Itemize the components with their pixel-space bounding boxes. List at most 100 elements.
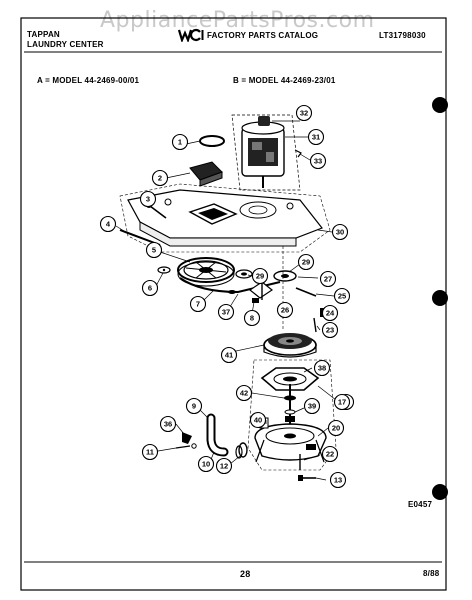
binder-hole-bottom [432, 484, 448, 500]
callout-5: 5 [145, 241, 163, 259]
callout-20: 20 [327, 419, 345, 437]
callout-labels: 1234567891011121316172022232425262729293… [99, 104, 355, 489]
callout-number: 13 [334, 476, 342, 485]
callout-number: 3 [146, 195, 150, 204]
callout-circle [329, 471, 347, 489]
callout-number: 32 [300, 109, 308, 118]
callout-26: 26 [276, 301, 294, 319]
callout-number: 26 [281, 306, 289, 315]
gear-housing [254, 417, 327, 470]
callout-10: 10 [197, 455, 215, 473]
callout-circle [99, 215, 117, 233]
watermark: AppliancePartsPros.com [100, 8, 375, 33]
model-a-label: A = MODEL 44-2469-00/01 [37, 76, 140, 85]
callout-number: 11 [146, 448, 154, 457]
callout-number: 29 [256, 272, 264, 281]
callout-circle [327, 419, 345, 437]
callout-circle [197, 455, 215, 473]
callout-29: 29 [297, 253, 315, 271]
brand-name: TAPPAN [27, 30, 60, 39]
diagram-code: E0457 [408, 500, 433, 509]
large-pulley [177, 257, 235, 287]
callout-4: 4 [99, 215, 117, 233]
callout-number: 38 [318, 364, 326, 373]
callout-circle [321, 445, 339, 463]
callout-8: 8 [243, 309, 261, 327]
callout-circle [159, 415, 177, 433]
callout-circle [321, 304, 339, 322]
callout-23: 23 [321, 321, 339, 339]
callout-12: 12 [215, 457, 233, 475]
callout-9: 9 [185, 397, 203, 415]
callout-circle [295, 104, 313, 122]
hose-bracket [175, 432, 197, 449]
callout-29: 29 [251, 267, 269, 285]
callout-13: 13 [329, 471, 347, 489]
housing-dashed-outline [247, 359, 337, 471]
callout-circle [333, 287, 351, 305]
callout-circle [276, 301, 294, 319]
callout-number: 5 [152, 246, 156, 255]
callout-2: 2 [151, 169, 169, 187]
callout-number: 20 [332, 424, 340, 433]
callout-1: 1 [171, 133, 189, 151]
callout-number: 30 [336, 228, 344, 237]
callout-number: 29 [302, 258, 310, 267]
callout-number: 41 [225, 351, 233, 360]
callout-39: 39 [303, 397, 321, 415]
binder-hole-middle [432, 290, 448, 306]
callout-circle [220, 346, 238, 364]
callout-number: 36 [164, 420, 172, 429]
motor-dashed-box [231, 114, 301, 191]
callout-number: 2 [158, 174, 162, 183]
callout-31: 31 [307, 128, 325, 146]
revision-date: 8/88 [423, 569, 440, 578]
callout-circle [171, 133, 189, 151]
callout-22: 22 [321, 445, 339, 463]
callout-circle [141, 443, 159, 461]
callout-circle [321, 321, 339, 339]
callout-6: 6 [141, 279, 159, 297]
callout-33: 33 [309, 152, 327, 170]
callout-circle [189, 295, 207, 313]
callout-circle [307, 128, 325, 146]
callout-7: 7 [189, 295, 207, 313]
drive-belt [179, 277, 281, 294]
callout-number: 37 [222, 308, 230, 317]
callout-circle [215, 457, 233, 475]
callout-circle [185, 397, 203, 415]
mounting-screw [298, 475, 316, 481]
small-clip [294, 149, 302, 158]
callout-circle [145, 241, 163, 259]
callout-41: 41 [220, 346, 238, 364]
callout-number: 31 [312, 133, 320, 142]
callout-circle [139, 190, 157, 208]
callout-circle [251, 267, 269, 285]
callout-circle [243, 309, 261, 327]
callout-circle [297, 253, 315, 271]
washer [157, 266, 171, 274]
callout-circle [151, 169, 169, 187]
mounting-plate [127, 189, 323, 247]
callout-circle [217, 303, 235, 321]
callout-36: 36 [159, 415, 177, 433]
wci-logo-icon [178, 28, 204, 42]
callout-37: 37 [217, 303, 235, 321]
callout-30: 30 [331, 223, 349, 241]
drive-motor [241, 116, 285, 188]
callout-3: 3 [139, 190, 157, 208]
callout-42: 42 [235, 384, 253, 402]
callout-circle [319, 270, 337, 288]
callout-number: 22 [326, 450, 334, 459]
transmission-cover [263, 333, 317, 358]
callout-circle [309, 152, 327, 170]
callout-32: 32 [295, 104, 313, 122]
callout-24: 24 [321, 304, 339, 322]
callout-circle [331, 223, 349, 241]
callout-number: 4 [106, 220, 111, 229]
model-b-label: B = MODEL 44-2469-23/01 [233, 76, 336, 85]
callout-27: 27 [319, 270, 337, 288]
callout-number: 1 [178, 138, 182, 147]
